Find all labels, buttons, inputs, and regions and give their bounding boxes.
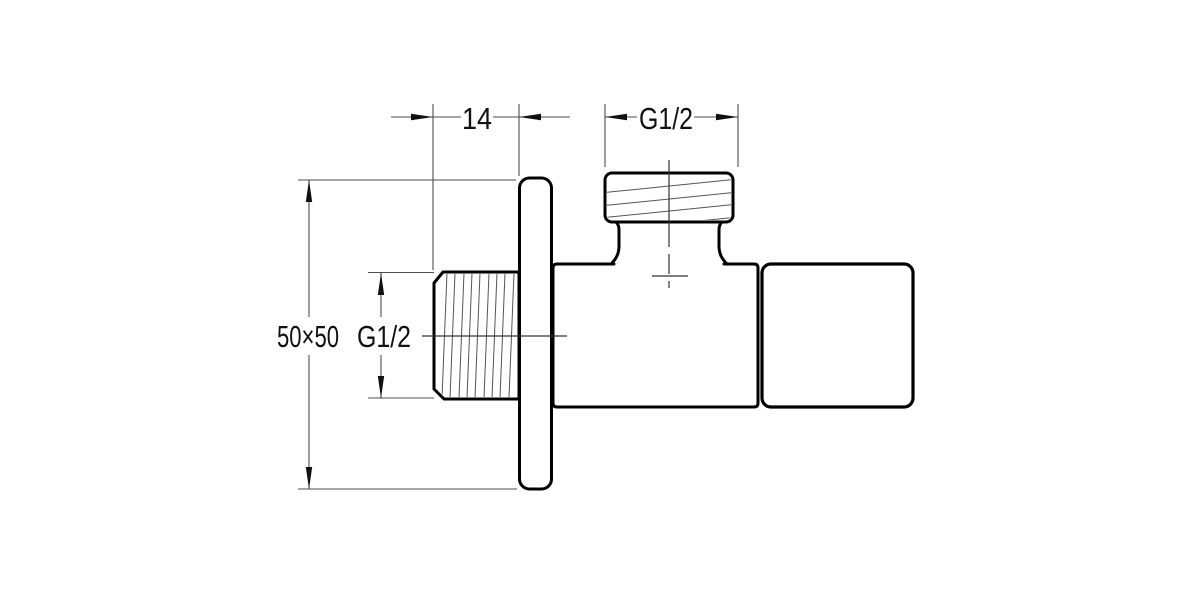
- dimension-label-inlet-g12: G1/2: [357, 319, 411, 354]
- valve-handle: [760, 262, 915, 409]
- wall-plate: [518, 176, 553, 491]
- arrowhead-down-icon: [305, 467, 313, 489]
- valve-body-fill: [553, 264, 758, 407]
- arrowhead-left-icon: [519, 113, 541, 121]
- dimension-label-14: 14: [462, 101, 492, 136]
- valve-body: [551, 262, 760, 409]
- arrowhead-up-icon: [377, 273, 385, 295]
- arrowhead-left-icon: [605, 113, 627, 121]
- dimension-plate-size: 50×50: [277, 179, 517, 490]
- dimension-label-top-g12: G1/2: [639, 101, 693, 136]
- arrowhead-up-icon: [305, 180, 313, 202]
- dimension-inlet-thread: G1/2: [357, 271, 434, 399]
- valve-body-outline: [551, 262, 760, 409]
- dimension-plate-offset: 14: [391, 101, 570, 270]
- centerlines: [422, 160, 688, 337]
- arrowhead-right-icon: [716, 113, 738, 121]
- top-port-neck-left: [609, 220, 621, 266]
- top-port-neck-right: [717, 220, 729, 266]
- dimension-top-thread: G1/2: [604, 101, 739, 167]
- wall-plate-outline: [518, 176, 553, 491]
- valve-handle-outline: [760, 262, 915, 409]
- arrowhead-right-icon: [411, 113, 433, 121]
- dimension-label-50x50: 50×50: [277, 319, 339, 354]
- arrowhead-down-icon: [377, 376, 385, 398]
